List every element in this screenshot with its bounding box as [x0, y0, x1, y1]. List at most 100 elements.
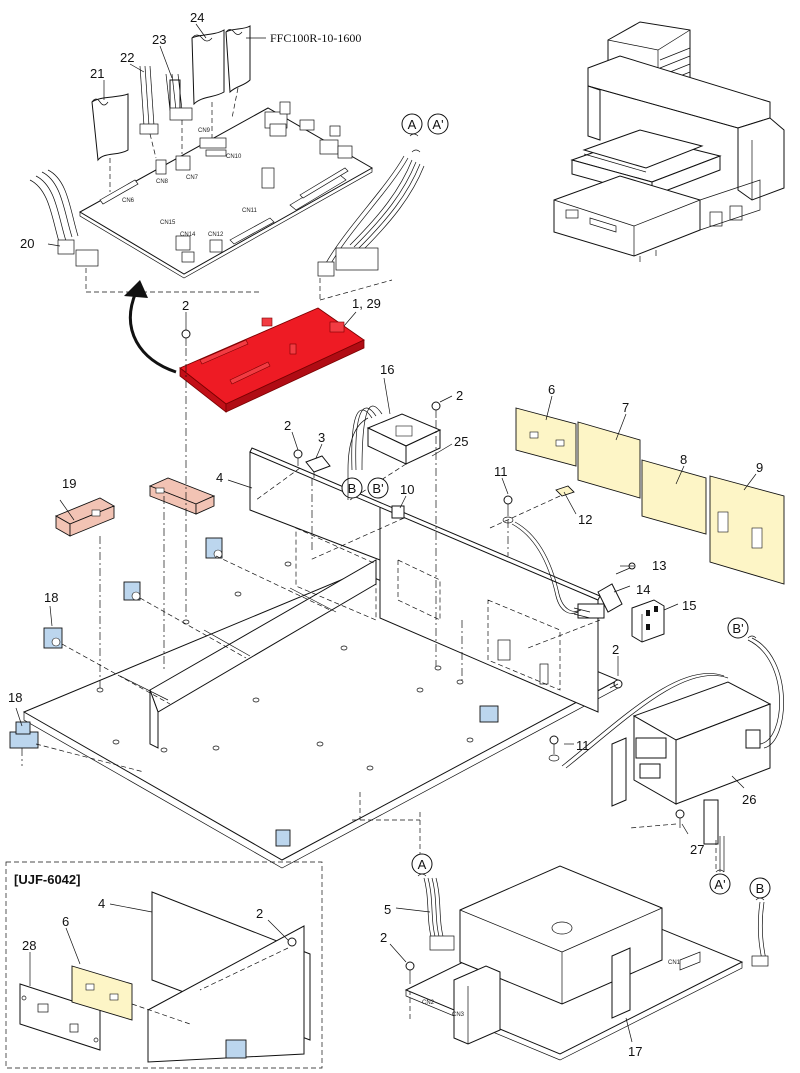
svg-text:A: A — [408, 117, 417, 132]
callout-26: 26 — [742, 792, 756, 807]
screw-13 — [615, 562, 636, 575]
callout-8: 8 — [680, 452, 687, 467]
inset-label-sheet-6 — [71, 965, 133, 1021]
callout-7: 7 — [622, 400, 629, 415]
connector-cn12-label: CN12 — [208, 232, 224, 238]
connector-cn2-label: CN2 — [422, 1000, 435, 1006]
bracket-center — [148, 477, 216, 515]
callout-9: 9 — [756, 460, 763, 475]
callout-11-upper: 11 — [494, 464, 508, 479]
svg-text:B': B' — [372, 481, 383, 496]
screw-27 — [675, 809, 685, 828]
noise-filter-16 — [351, 405, 442, 471]
connector-cn14-label: CN14 — [180, 232, 196, 238]
callout-2-pcb: 2 — [182, 298, 189, 313]
ref-circle-a-top: A — [401, 113, 423, 135]
switch-14 — [573, 583, 623, 619]
highlighted-pcb — [124, 280, 365, 413]
screw-2-right — [431, 401, 441, 418]
ref-circle-a-bottom: A — [411, 853, 433, 875]
callout-3: 3 — [318, 430, 325, 445]
label-sheet-8 — [641, 459, 707, 535]
callout-25: 25 — [454, 434, 468, 449]
svg-text:B: B — [348, 481, 357, 496]
callout-6: 6 — [548, 382, 555, 397]
connector-cn1-label: CN1 — [668, 960, 681, 966]
callout-16: 16 — [380, 362, 394, 377]
callout-12: 12 — [578, 512, 592, 527]
inlet-15 — [631, 599, 665, 643]
ffc-cable-label: FFC100R-10-1600 — [270, 31, 361, 45]
ref-circle-a-prime-bottom: A' — [709, 873, 731, 895]
clip-3 — [305, 455, 331, 478]
callout-10: 10 — [400, 482, 414, 497]
clamp-middle-left — [123, 581, 141, 601]
callout-28: 28 — [22, 938, 36, 953]
callout-19: 19 — [62, 476, 76, 491]
connector-cn11-label: CN11 — [242, 208, 258, 214]
ref-circle-b-bottom: B — [749, 877, 771, 899]
screw-2-panel — [293, 449, 303, 466]
callout-21: 21 — [90, 66, 104, 81]
callout-4-inset: 4 — [98, 896, 105, 911]
connector-cn3-label: CN3 — [452, 1012, 465, 1018]
ref-circle-b-mid: B — [341, 477, 363, 499]
connector-cn9-label: CN9 — [198, 128, 211, 134]
callout-2-bottom: 2 — [380, 930, 387, 945]
callout-14: 14 — [636, 582, 650, 597]
svg-text:B: B — [756, 881, 765, 896]
svg-text:A': A' — [432, 117, 443, 132]
callout-2-panel: 2 — [284, 418, 291, 433]
connector-cn8-label: CN8 — [156, 179, 169, 185]
callout-20: 20 — [20, 236, 34, 251]
connector-cn15-label: CN15 — [160, 220, 176, 226]
callout-13: 13 — [652, 558, 666, 573]
callout-5: 5 — [384, 902, 391, 917]
label-sheet-9 — [709, 475, 785, 585]
screw-11-lower — [548, 735, 560, 762]
callout-6-inset: 6 — [62, 914, 69, 929]
svg-text:B': B' — [732, 621, 743, 636]
callout-18-lower: 18 — [8, 690, 22, 705]
connector-10 — [391, 505, 405, 519]
clamp-18-lower — [9, 721, 39, 749]
callout-17: 17 — [628, 1044, 642, 1059]
ref-circle-a-prime-top: A' — [427, 113, 449, 135]
svg-text:A': A' — [714, 877, 725, 892]
printer-illustration — [553, 21, 785, 262]
bracket-19 — [54, 497, 116, 537]
inset-ujf-6042: [UJF-6042] — [5, 861, 323, 1069]
callout-15: 15 — [682, 598, 696, 613]
board-detail: CN9 CN10 CN7 CN8 CN6 CN11 CN15 CN14 CN12 — [29, 25, 425, 301]
callout-numbers: 24 23 22 21 20 1, 29 2 16 2 25 2 3 4 10 … — [8, 10, 763, 1059]
svg-text:A: A — [418, 857, 427, 872]
callout-2-filter: 2 — [456, 388, 463, 403]
callout-22: 22 — [120, 50, 134, 65]
clamp-18-upper — [43, 627, 63, 649]
callout-2-inset: 2 — [256, 906, 263, 921]
callout-27: 27 — [690, 842, 704, 857]
callout-11-lower: 11 — [576, 738, 590, 753]
screw-2-side — [609, 679, 623, 689]
callout-4: 4 — [216, 470, 223, 485]
connector-cn10-label: CN10 — [226, 154, 242, 160]
connector-cn7-label: CN7 — [186, 175, 199, 181]
ref-circle-b-prime-mid: B' — [367, 477, 389, 499]
ref-circle-b-prime-right: B' — [727, 617, 749, 639]
callout-1-29: 1, 29 — [352, 296, 381, 311]
clamp-middle-right — [205, 537, 223, 559]
callout-23: 23 — [152, 32, 166, 47]
label-sheet-7 — [577, 421, 641, 499]
screw-2-top — [181, 329, 191, 346]
connector-cn6-label: CN6 — [122, 198, 135, 204]
callout-18-upper: 18 — [44, 590, 58, 605]
callout-24: 24 — [190, 10, 204, 25]
screw-11-upper — [502, 495, 514, 524]
callout-2-side: 2 — [612, 642, 619, 657]
small-label-12 — [555, 485, 575, 497]
base-unit-17: CN1 CN2 CN3 — [404, 865, 769, 1061]
callout-leaders — [15, 23, 757, 1043]
power-unit-26 — [611, 681, 772, 872]
label-sheet-6 — [515, 407, 577, 467]
